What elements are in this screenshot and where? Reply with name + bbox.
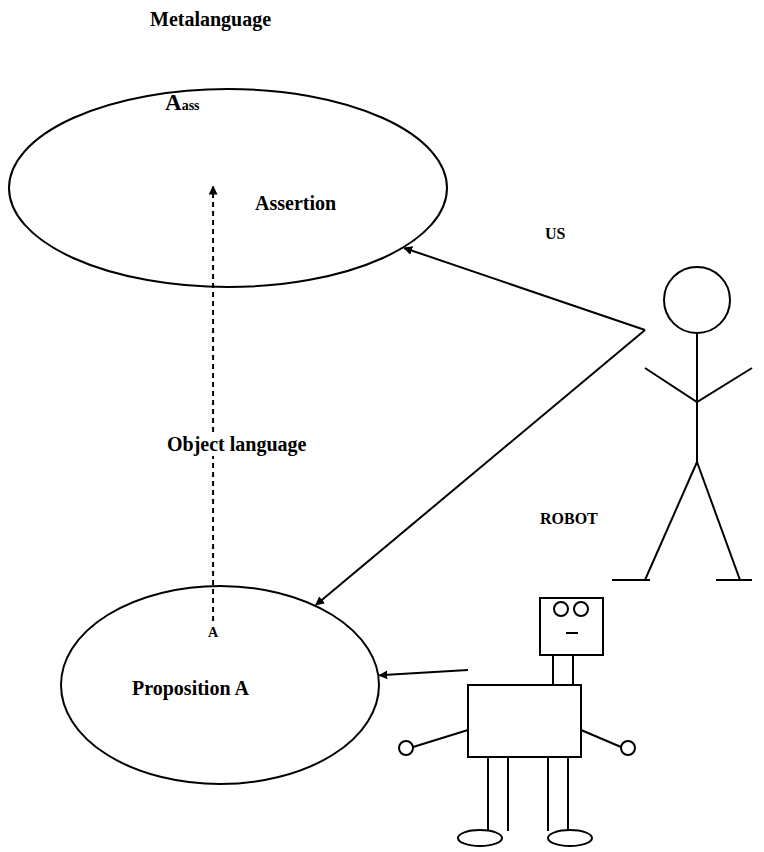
arrow [316,330,645,605]
figure-label: US [545,225,565,243]
robot-figure [399,598,635,846]
ellipse-heading: Metalanguage [150,8,271,31]
dashed-arrow [212,186,214,621]
formula-label: A [208,625,218,641]
robot-node: ROBOT [400,510,680,850]
ellipse-outline [8,88,448,288]
person-figure [612,267,752,580]
level-label: Object language [165,433,308,456]
person-node: US [540,225,760,590]
arrow [379,670,468,675]
object-language-ellipse: Proposition A A [60,585,380,785]
ellipse-label: Proposition A [132,677,249,700]
arrow [404,248,645,330]
formula-node: Aass [165,90,200,116]
metalanguage-ellipse: MetalanguageAssertionAass [8,88,448,288]
formula-label: Aass [165,90,200,116]
figure-label: ROBOT [540,510,598,528]
formula-node: A [208,625,218,641]
ellipse-label: Assertion [255,192,336,215]
